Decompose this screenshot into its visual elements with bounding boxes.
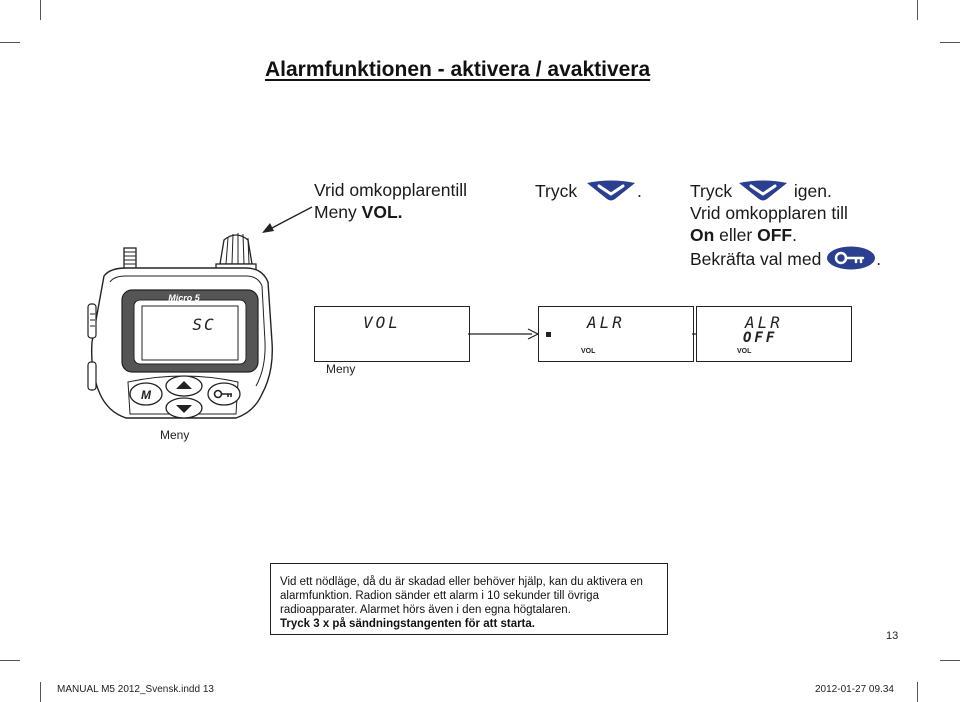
step-3-line-1-suffix: igen.	[793, 181, 832, 201]
menu-button-label: M	[141, 388, 152, 402]
key-button-icon	[827, 246, 876, 270]
crop-mark	[917, 682, 918, 702]
radio-display-text: SC	[192, 315, 215, 334]
step-1-line-2-bold: VOL.	[361, 202, 403, 222]
page-number: 13	[886, 630, 899, 642]
crop-mark	[917, 0, 918, 20]
crop-mark	[40, 682, 41, 702]
footer-right: 2012-01-27 09.34	[815, 684, 894, 695]
step-3-line-4: Bekräfta val med .	[690, 246, 881, 270]
note-body: Vid ett nödläge, då du är skadad eller b…	[280, 576, 643, 616]
step-3-text: Tryck igen. Vrid omkopplaren till On ell…	[690, 179, 881, 270]
emergency-note-box: Vid ett nödläge, då du är skadad eller b…	[270, 563, 668, 635]
step-3-line-3-end: .	[792, 225, 797, 245]
lcd-1-caption: Meny	[326, 362, 356, 376]
radio-brand-label: Micro 5	[168, 293, 201, 303]
lcd-display-3: ALR OFF VOL	[696, 306, 852, 362]
lcd-1-text: VOL	[363, 313, 401, 332]
step-3-line-4-end: .	[876, 249, 882, 269]
lcd-display-1: VOL	[314, 306, 470, 362]
arrow-right-icon	[468, 328, 540, 340]
page-title: Alarmfunktionen - aktivera / avaktivera	[265, 58, 651, 81]
crop-mark	[0, 660, 20, 661]
note-strong: Tryck 3 x på sändningstangenten för att …	[280, 618, 535, 630]
crop-mark	[940, 660, 960, 661]
lcd-2-dot	[546, 332, 551, 337]
step-3-line-3: On eller OFF.	[690, 224, 881, 246]
step-3-mid: eller	[714, 225, 758, 245]
lcd-3-vol-tag: VOL	[737, 348, 752, 355]
crop-mark	[0, 42, 20, 43]
down-button-icon	[739, 180, 787, 201]
step-1-line-1: Vrid omkopplarentill	[314, 180, 468, 200]
radio-caption: Meny	[160, 428, 190, 442]
footer-left: MANUAL M5 2012_Svensk.indd 13	[57, 684, 214, 695]
step-3-off-label: OFF	[757, 225, 793, 245]
crop-mark	[940, 42, 960, 43]
step-3-line-4-text: Bekräfta val med	[690, 249, 822, 269]
step-1-line-2: Meny VOL.	[314, 201, 467, 223]
step-2-text: Tryck .	[535, 179, 642, 202]
down-button-icon	[587, 180, 635, 201]
step-3-on-label: On	[690, 225, 715, 245]
lcd-2-vol-tag: VOL	[581, 348, 596, 355]
lcd-display-2: ALR VOL	[538, 306, 694, 362]
lcd-3-line-1: ALR	[745, 313, 783, 332]
step-1-line-2-prefix: Meny	[314, 202, 362, 222]
crop-mark	[40, 0, 41, 20]
lcd-2-text: ALR	[587, 313, 625, 332]
step-3-line-1: Tryck igen.	[690, 179, 881, 202]
step-2-suffix: .	[637, 181, 642, 201]
pointer-arrow	[262, 206, 313, 233]
step-1-text: Vrid omkopplarentill Meny VOL.	[314, 179, 467, 223]
step-2-prefix: Tryck	[535, 181, 578, 201]
radio-illustration: Micro 5 SC M	[87, 233, 273, 419]
lcd-3-line-2: OFF	[743, 330, 778, 346]
step-3-line-1-prefix: Tryck	[690, 181, 733, 201]
step-3-line-2: Vrid omkopplaren till	[690, 203, 848, 223]
